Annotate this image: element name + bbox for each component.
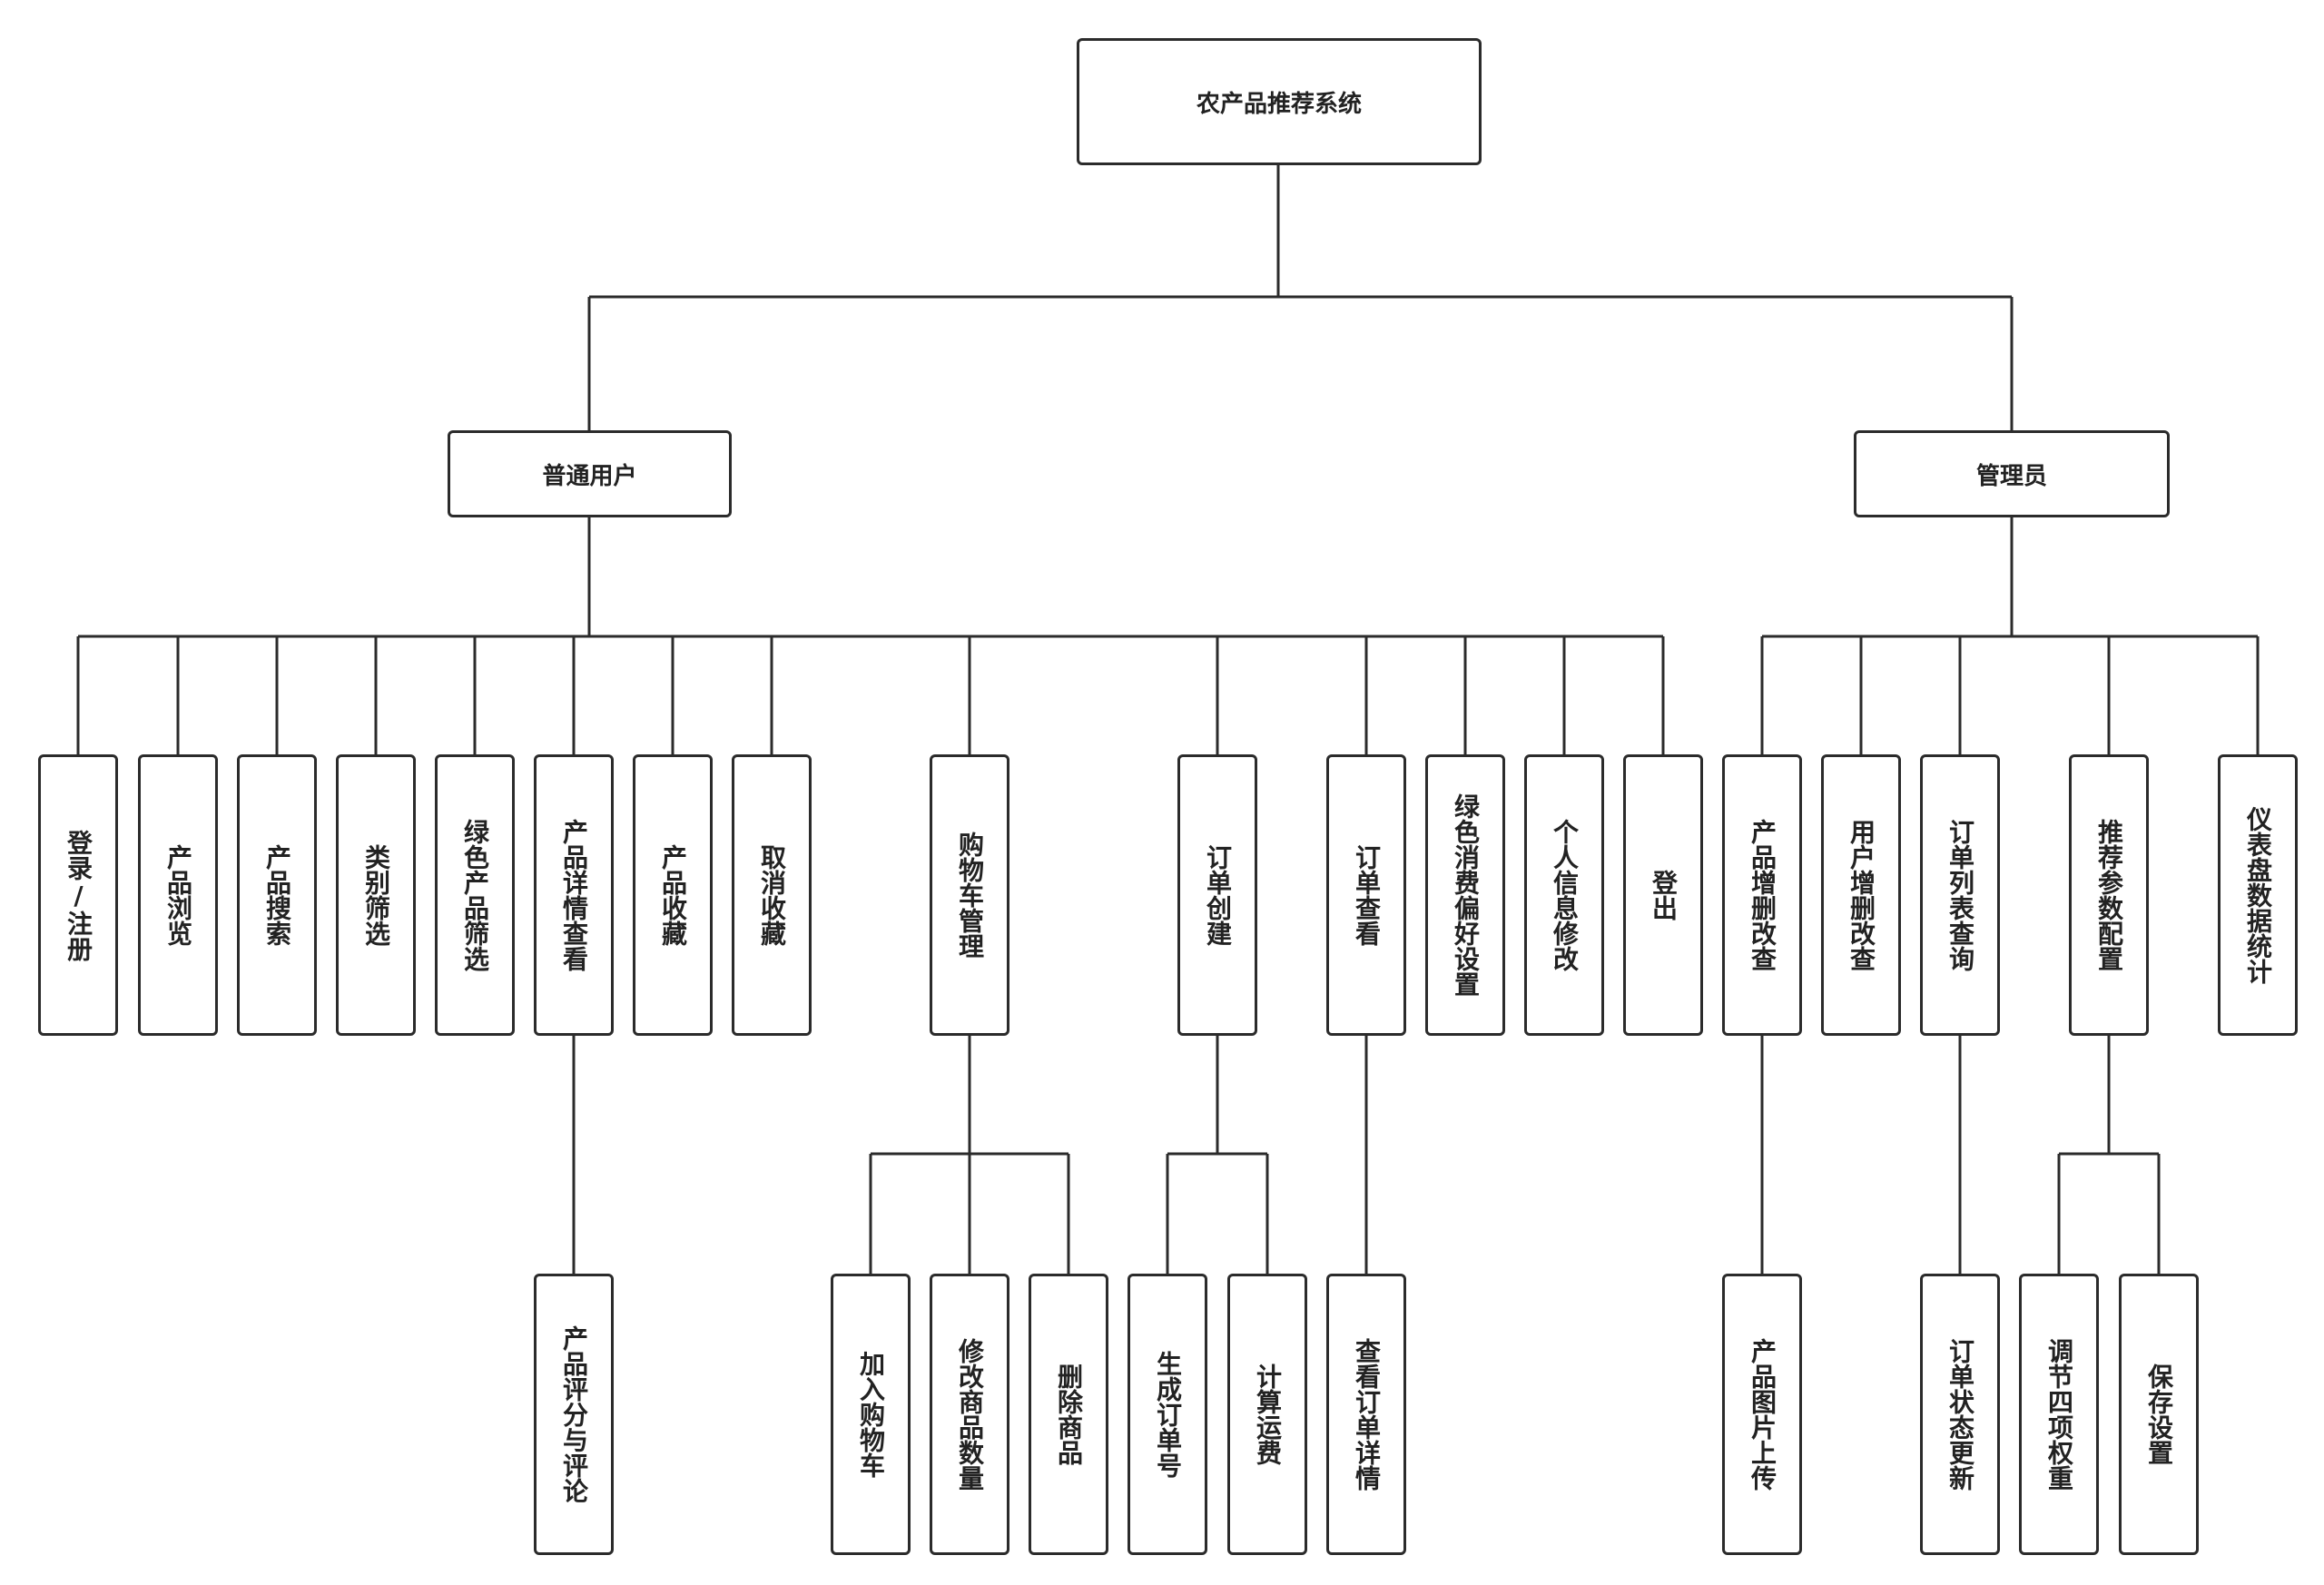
sub-view-order-detail: 查看订单详情	[1326, 1274, 1406, 1555]
func-unfav: 取消收藏	[732, 754, 812, 1036]
sub-delete-item: 删除商品	[1029, 1274, 1108, 1555]
func-green-pref: 绿色消费偏好设置	[1425, 754, 1505, 1036]
role-admin-node: 管理员	[1854, 430, 2170, 517]
func-order-view: 订单查看	[1326, 754, 1406, 1036]
sub-save-settings: 保存设置	[2119, 1274, 2199, 1555]
func-dashboard: 仪表盘数据统计	[2218, 754, 2298, 1036]
sub-add-cart: 加入购物车	[831, 1274, 911, 1555]
func-product-crud: 产品增删改查	[1722, 754, 1802, 1036]
root-node: 农产品推荐系统	[1077, 38, 1482, 165]
func-browse: 产品浏览	[138, 754, 218, 1036]
func-logout: 登出	[1623, 754, 1703, 1036]
func-profile: 个人信息修改	[1524, 754, 1604, 1036]
role-user-node: 普通用户	[448, 430, 732, 517]
func-cart: 购物车管理	[930, 754, 1009, 1036]
sub-modify-qty: 修改商品数量	[930, 1274, 1009, 1555]
func-order-create: 订单创建	[1177, 754, 1257, 1036]
sub-order-status: 订单状态更新	[1920, 1274, 2000, 1555]
sub-upload-image: 产品图片上传	[1722, 1274, 1802, 1555]
func-rec-params: 推荐参数配置	[2069, 754, 2149, 1036]
func-fav: 产品收藏	[633, 754, 713, 1036]
func-detail: 产品详情查看	[534, 754, 614, 1036]
sub-adjust-weights: 调节四项权重	[2019, 1274, 2099, 1555]
func-login: 登录/注册	[38, 754, 118, 1036]
func-green: 绿色产品筛选	[435, 754, 515, 1036]
func-category: 类别筛选	[336, 754, 416, 1036]
sub-gen-order-no: 生成订单号	[1128, 1274, 1207, 1555]
sub-calc-fee: 计算运费	[1227, 1274, 1307, 1555]
func-search: 产品搜索	[237, 754, 317, 1036]
func-user-crud: 用户增删改查	[1821, 754, 1901, 1036]
sub-review: 产品评分与评论	[534, 1274, 614, 1555]
func-order-list: 订单列表查询	[1920, 754, 2000, 1036]
